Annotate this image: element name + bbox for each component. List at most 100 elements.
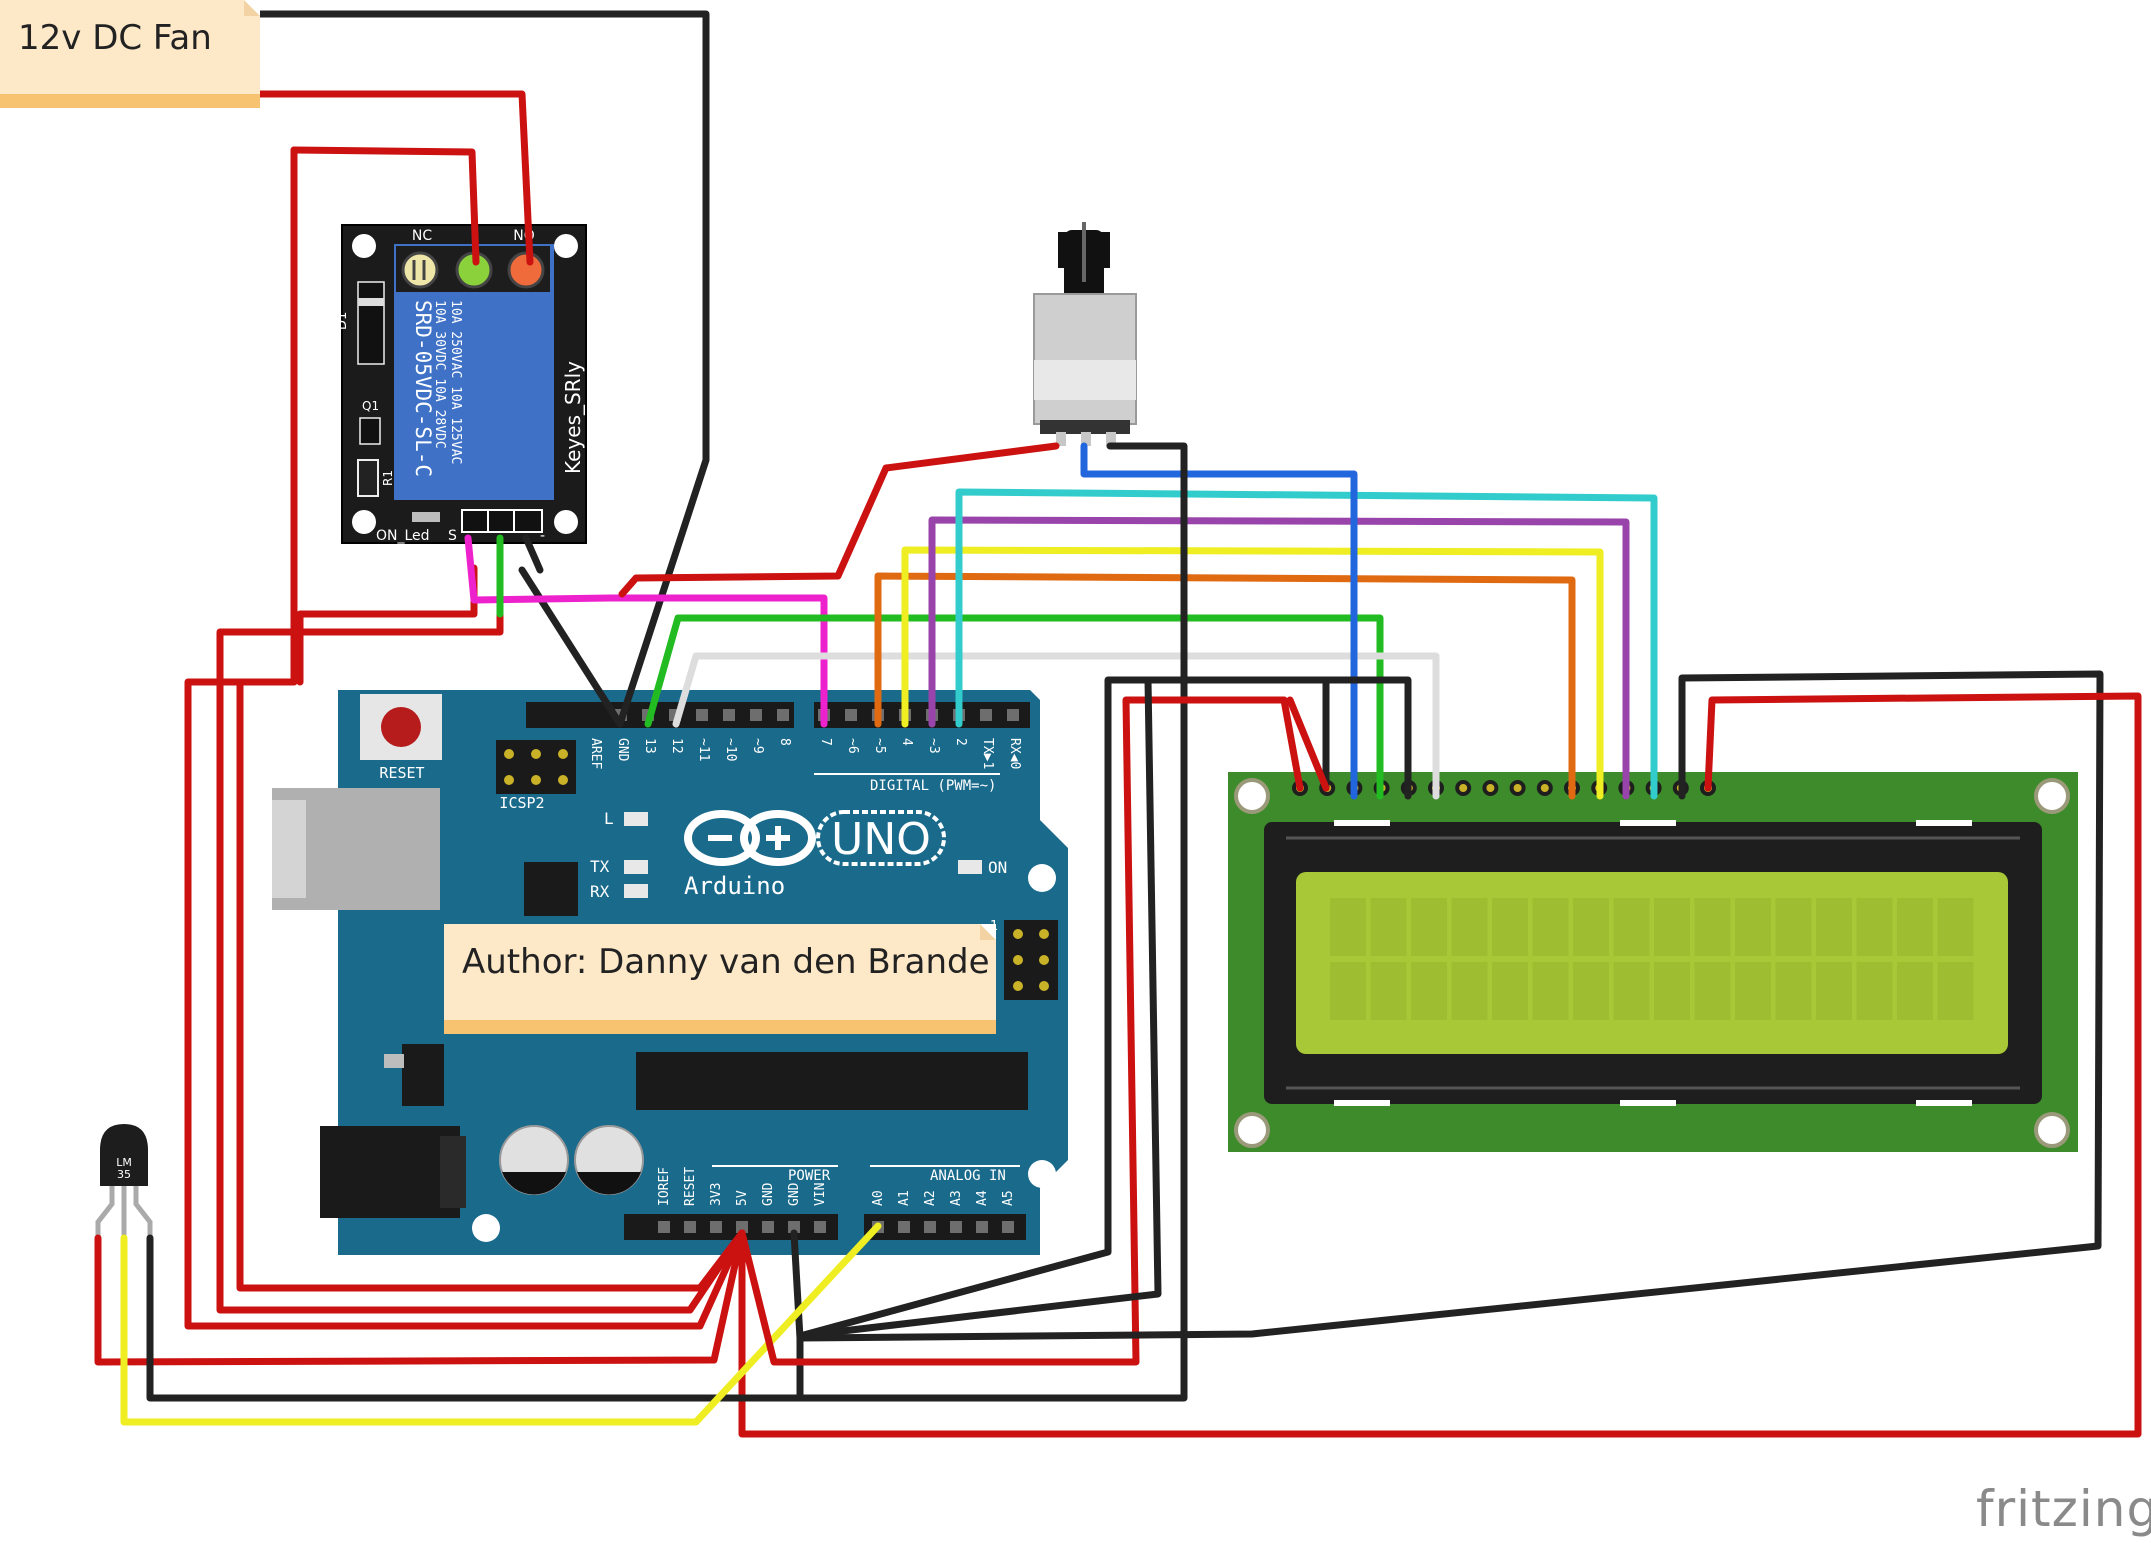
wire[interactable] [216,678,746,1314]
label-r1: R1 [381,470,395,486]
wire[interactable] [522,534,544,574]
digital-pin-label: 4 [899,738,914,746]
header-pin[interactable] [684,1221,696,1233]
analog-pin-label: A5 [1001,1190,1016,1206]
wire[interactable] [216,564,504,686]
wire[interactable] [790,1229,804,1342]
wire[interactable] [772,696,1304,1366]
lcd-mount-hole [1234,1112,1270,1148]
header-pin[interactable] [898,1221,910,1233]
wire[interactable] [901,546,1604,800]
board-mount-hole [1028,1160,1056,1188]
lcd-cell [1735,962,1771,1020]
wire[interactable] [796,676,1330,1340]
analog-pin-label: A4 [975,1190,990,1206]
uno-badge [816,810,946,866]
label-d1: D1 [335,312,350,330]
relay-brand: Keyes_SRly [561,361,585,474]
lcd-mount-hole [2034,1112,2070,1148]
header-pin[interactable] [1007,709,1019,721]
led-l [624,812,648,826]
header-pin[interactable] [814,1221,826,1233]
wire[interactable] [928,516,1630,800]
analog-header [864,1214,1026,1240]
usb-chip [524,862,578,916]
lcd-cell [1897,898,1933,956]
terminal-screw-no [507,251,545,289]
digital-pin-label: ~11 [696,738,711,761]
header-pin[interactable] [845,709,857,721]
wire[interactable] [618,442,1060,598]
relay-model: SRD-05VDC-SL-C [411,300,435,477]
digital-pin-label: AREF [588,738,603,769]
lm35-sensor: LM 35 [95,1124,153,1238]
header-pin[interactable] [710,1221,722,1233]
wire[interactable] [254,90,534,266]
wire[interactable] [184,146,746,1330]
wire[interactable] [644,614,1384,800]
header-pin[interactable] [950,1221,962,1233]
lcd-cell [1573,962,1609,1020]
header-pin[interactable] [750,709,762,721]
lcd-cell [1856,962,1893,1020]
power-pin-label: GND [761,1182,776,1206]
board-mount-hole [1028,864,1056,892]
header-pin[interactable] [736,1221,748,1233]
digital-pin-label: 12 [669,738,684,754]
icsp2-header [496,740,576,794]
lcd-cell [1492,898,1528,956]
relay-mount-hole [352,510,376,534]
wire[interactable] [874,572,1576,800]
resistor-r1 [357,459,379,497]
header-pin[interactable] [696,709,708,721]
header-pin[interactable] [777,709,789,721]
note-author[interactable]: Author: Danny van den Brande [444,924,996,1034]
wire[interactable] [796,670,2104,1342]
terminal-screw-nc [401,251,439,289]
wire[interactable] [796,676,1412,1340]
header-pin[interactable] [762,1221,774,1233]
wire[interactable] [796,442,1188,1402]
wire[interactable] [672,652,1440,800]
lcd-character-grid [1330,898,1974,1020]
power-pin-label: RESET [683,1167,698,1206]
wire[interactable] [120,1222,882,1426]
header-pin[interactable] [658,1221,670,1233]
wire[interactable] [1080,442,1358,800]
header-pin[interactable] [924,1221,936,1233]
atmega-chip [636,1052,1028,1110]
label-q1: Q1 [362,399,379,413]
header-pin[interactable] [1002,1221,1014,1233]
label-digital: DIGITAL (PWM=~) [870,778,996,794]
relay-mount-hole [554,510,578,534]
reset-button-cap[interactable] [381,707,421,747]
analog-pin-label: A3 [949,1190,964,1206]
note-author-text: Author: Danny van den Brande [462,942,990,982]
wire[interactable] [254,10,710,728]
header-pin[interactable] [976,1221,988,1233]
wire[interactable] [290,146,480,266]
wire[interactable] [94,1229,746,1366]
power-pin-label: 3V3 [709,1183,724,1206]
lcd-cell [1451,898,1488,956]
fritzing-watermark: fritzing [1976,1480,2151,1538]
wire[interactable] [296,564,478,686]
note-fan[interactable]: 12v DC Fan [0,0,260,108]
wire[interactable] [146,1234,804,1402]
wire[interactable] [1286,696,1330,792]
header-pin[interactable] [723,709,735,721]
header-pin[interactable] [788,1221,800,1233]
wire[interactable] [464,534,828,728]
label-led-l: L [604,809,614,828]
wire[interactable] [955,488,1658,800]
dc-jack [320,1126,460,1218]
lcd-cell [1735,898,1771,956]
relay-label-nc: NC [412,228,432,244]
header-pin[interactable] [980,709,992,721]
label-s: S [448,528,457,544]
digital-pin-label: ~10 [723,738,738,761]
note-fold [980,924,996,940]
wire[interactable] [738,1229,778,1366]
